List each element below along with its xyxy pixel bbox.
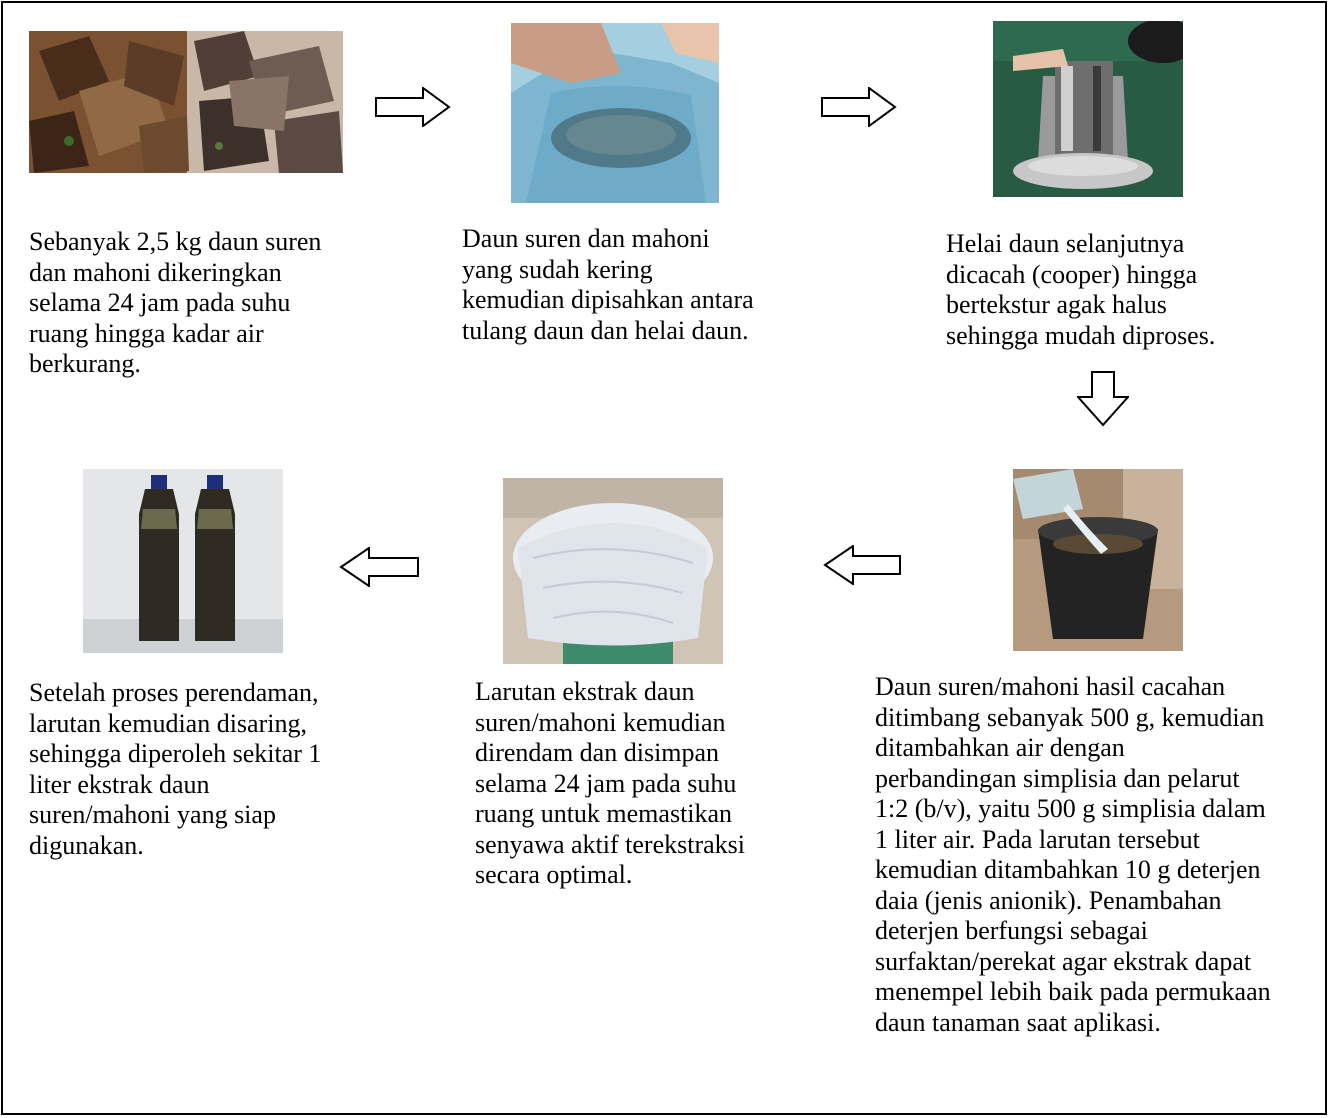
arrow-right-icon xyxy=(375,87,451,127)
step-1-caption: Sebanyak 2,5 kg daun suren dan mahoni di… xyxy=(29,227,379,380)
photo-chopper xyxy=(993,21,1183,197)
photo-covered-container xyxy=(503,478,723,664)
step-2-caption: Daun suren dan mahoni yang sudah kering … xyxy=(462,224,822,346)
photo-dried-leaves xyxy=(29,31,343,173)
arrow-left-icon xyxy=(823,545,901,585)
photo-bottles xyxy=(83,469,283,653)
arrow-down-icon xyxy=(1077,371,1129,427)
step-3-caption: Helai daun selanjutnya dicacah (cooper) … xyxy=(946,229,1276,351)
step-4-caption: Daun suren/mahoni hasil cacahan ditimban… xyxy=(875,672,1325,1038)
arrow-left-icon xyxy=(339,547,419,587)
step-5-caption: Larutan ekstrak daun suren/mahoni kemudi… xyxy=(475,677,805,891)
photo-separating-leaves xyxy=(511,23,719,203)
photo-pouring-water xyxy=(1013,469,1183,651)
arrow-right-icon xyxy=(821,87,897,127)
step-6-caption: Setelah proses perendaman, larutan kemud… xyxy=(29,678,379,861)
